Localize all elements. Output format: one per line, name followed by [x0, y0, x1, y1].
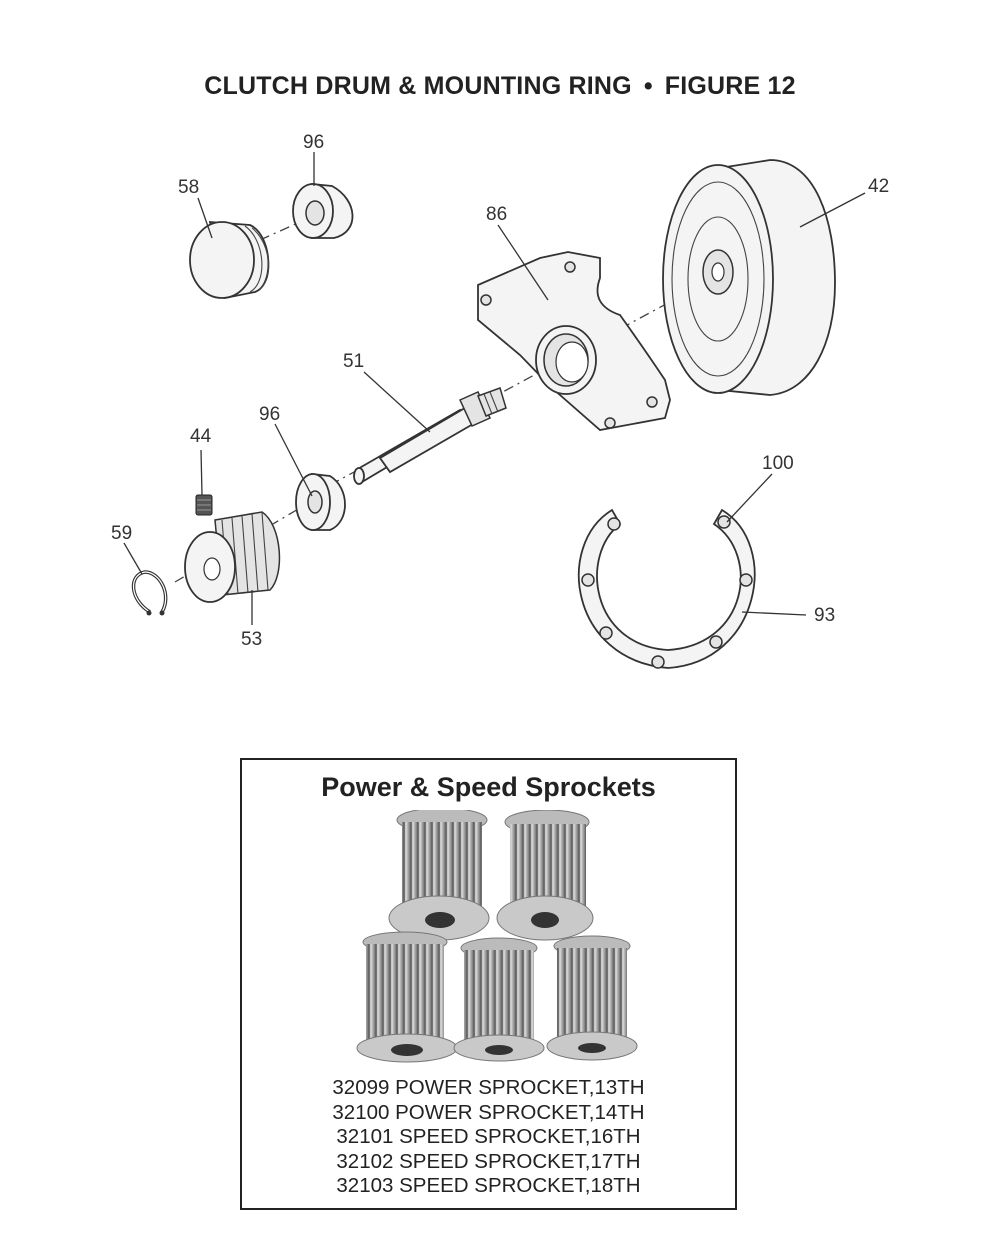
leader-93: [741, 611, 807, 616]
snap-ring-part-59: [131, 570, 168, 616]
callout-96-mid: 96: [259, 404, 280, 425]
part-line-5: 32103 SPEED SPROCKET,18TH: [336, 1174, 641, 1198]
bearing-part-96-mid: [295, 472, 346, 531]
clutch-drum-part-42: [662, 159, 836, 396]
callout-53: 53: [241, 629, 262, 650]
mounting-plate-part-86: [477, 251, 671, 431]
part-line-4: 32102 SPEED SPROCKET,17TH: [336, 1149, 641, 1173]
gear-sprocket-part-53: [184, 511, 281, 603]
part-line-1: 32099 POWER SPROCKET,13TH: [332, 1076, 645, 1099]
leader-44: [200, 449, 203, 496]
title-separator: •: [643, 72, 653, 100]
sprocket-image-4: [453, 937, 545, 1062]
leader-96-mid: [274, 423, 313, 497]
sprocket-info-box: Power & Speed Sprockets: [240, 758, 737, 1210]
callout-100: 100: [762, 453, 794, 474]
leader-42: [799, 192, 866, 228]
sprocket-image-3: [356, 931, 458, 1063]
sprocket-photo: [356, 810, 638, 1063]
axis-line-cap: [259, 221, 301, 241]
set-screw-part-44: [195, 494, 213, 516]
leader-100: [726, 473, 773, 523]
callout-59: 59: [111, 523, 132, 544]
leader-59: [123, 542, 143, 575]
leader-58: [197, 197, 213, 239]
callout-42: 42: [868, 176, 889, 197]
figure-title-text: CLUTCH DRUM & MOUNTING RING: [204, 72, 632, 100]
sprocket-image-5: [546, 935, 638, 1061]
callout-58: 58: [178, 177, 199, 198]
cap-part-58: [189, 221, 270, 300]
exploded-parts-diagram: 58 96 86 42 51 96 44 59 53 100 93: [111, 132, 889, 669]
sprocket-image-2: [496, 810, 594, 941]
leader-51: [363, 371, 431, 433]
sprocket-parts-list: 32099 POWER SPROCKET,13TH 32100 POWER SP…: [242, 1076, 735, 1199]
part-line-2: 32100 POWER SPROCKET,14TH: [332, 1100, 645, 1124]
callout-51: 51: [343, 351, 364, 372]
bearing-part-96-top: [292, 183, 354, 239]
shaft-part-51: [353, 387, 507, 485]
callout-44: 44: [190, 426, 212, 447]
sprocket-box-title: Power & Speed Sprockets: [321, 772, 656, 802]
figure-label: FIGURE 12: [664, 72, 796, 100]
leader-86: [497, 224, 549, 301]
callout-96-top: 96: [303, 132, 324, 153]
mounting-ring-part-93: [578, 508, 756, 669]
figure-title: CLUTCH DRUM & MOUNTING RING • FIGURE 12: [0, 72, 1000, 101]
part-line-3: 32101 SPEED SPROCKET,16TH: [336, 1125, 641, 1149]
callout-86: 86: [486, 204, 507, 225]
callout-93: 93: [814, 605, 835, 626]
sprocket-image-1: [388, 810, 490, 941]
